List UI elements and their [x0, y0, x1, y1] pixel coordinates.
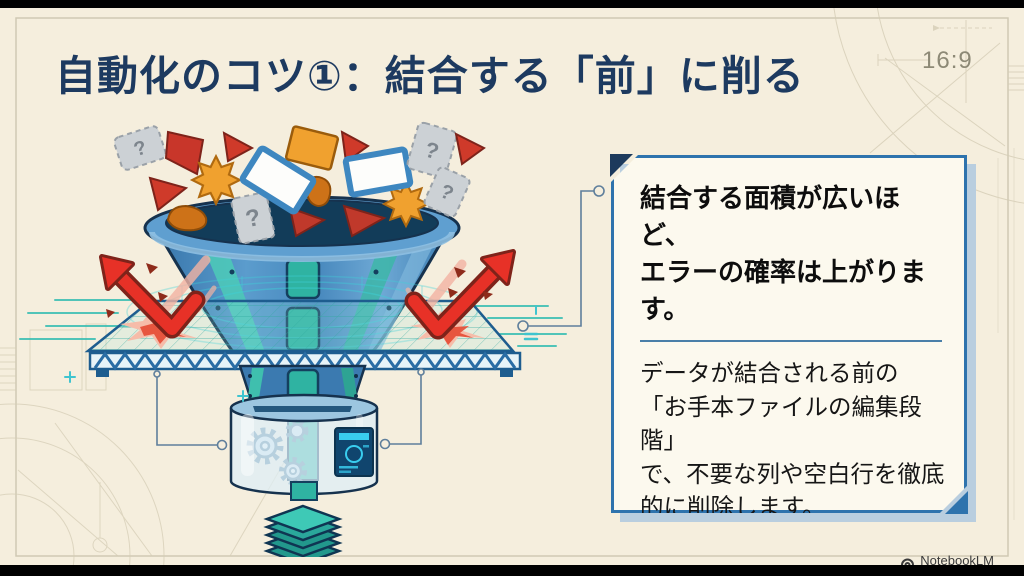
- sparkle-marks: [64, 305, 539, 402]
- corner-fold-icon: [945, 491, 968, 514]
- grid-platform: [19, 299, 567, 353]
- notebooklm-logo-icon: [901, 558, 915, 565]
- clean-card-icon: [342, 146, 414, 198]
- layer-stack: [263, 481, 343, 557]
- machine-cylinder: [229, 364, 379, 496]
- callout-box: 結合する面積が広いほど、 エラーの確率は上がります。 データが結合される前の 「…: [610, 154, 983, 537]
- page-title: 自動化のコツ①：結合する「前」に削る: [55, 53, 805, 99]
- watermark-text: NotebookLM: [920, 553, 994, 565]
- slide: 自動化のコツ①：結合する「前」に削る 16:9: [0, 8, 1024, 565]
- platform-truss: [88, 351, 522, 377]
- connector-line: [517, 185, 605, 332]
- clean-card-icon: [239, 145, 317, 215]
- screen-panel: [334, 427, 374, 477]
- callout-divider: [640, 340, 942, 342]
- aspect-ratio-label: 16:9: [922, 47, 973, 74]
- funnel-illustration: ? ?: [19, 121, 605, 557]
- blueprint-decor: [0, 8, 1024, 565]
- callout-body: データが結合される前の 「お手本ファイルの編集段階」 で、不要な列や空白行を徹底…: [640, 360, 945, 554]
- corner-fold-icon: [610, 154, 633, 177]
- orange-card-icon: [284, 125, 340, 171]
- bounce-arrow-right: [404, 249, 516, 340]
- callout-lines: [153, 368, 425, 451]
- callout-box-panel: 結合する面積が広いほど、 エラーの確率は上がります。 データが結合される前の 「…: [611, 155, 967, 513]
- bounce-arrow-left: [99, 254, 217, 339]
- watermark: NotebookLM: [0, 553, 994, 565]
- falling-shapes: ? ?: [113, 121, 486, 218]
- svg-text:?: ?: [243, 204, 263, 233]
- question-ticket-icon: ?: [230, 191, 276, 245]
- svg-text:?: ?: [422, 137, 442, 165]
- callout-heading: 結合する面積が広いほど、 エラーの確率は上がります。: [640, 183, 927, 324]
- question-ticket-icon: ?: [113, 125, 167, 171]
- question-ticket-icon: ?: [423, 166, 471, 218]
- question-ticket-icon: ?: [406, 121, 458, 179]
- star-shape-icon: [191, 155, 241, 205]
